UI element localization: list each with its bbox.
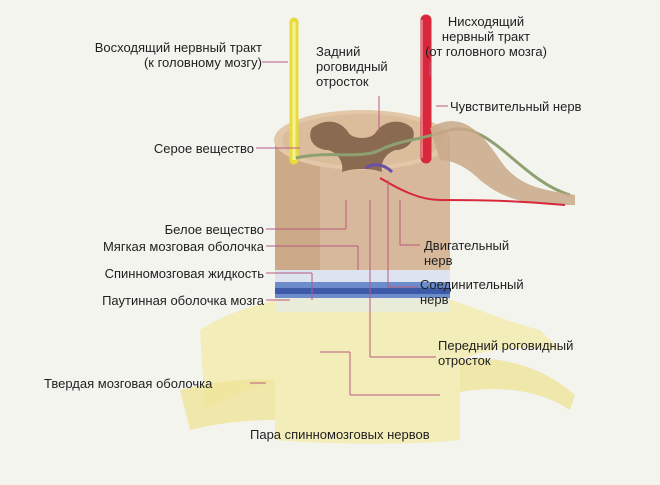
label-spinal-nerves: Пара спинномозговых нервов <box>250 427 430 442</box>
leader-lines <box>250 61 448 396</box>
label-ascending-tract: Восходящий нервный тракт (к головному мо… <box>94 40 262 70</box>
label-posterior-horn: Задний роговидный отросток <box>316 44 388 89</box>
cord-column <box>275 140 450 312</box>
sensory-nerve <box>295 127 571 197</box>
label-arachnoid: Паутинная оболочка мозга <box>102 293 264 308</box>
label-anterior-horn: Передний роговидный отросток <box>438 338 574 368</box>
label-motor-nerve: Двигательный нерв <box>424 238 510 268</box>
motor-nerve <box>379 177 566 206</box>
label-pia-mater: Мягкая мозговая оболочка <box>102 239 264 254</box>
label-csf: Спинномозговая жидкость <box>104 266 264 281</box>
connecting-nerve <box>365 163 394 174</box>
dura-mater-layer <box>180 300 575 444</box>
label-gray-matter: Серое вещество <box>153 141 254 156</box>
spinal-nerve-root <box>430 121 575 205</box>
label-dura-mater: Твердая мозговая оболочка <box>44 376 213 391</box>
label-sensory-nerve: Чувствительный нерв <box>450 99 582 114</box>
label-descending-tract: Нисходящий нервный тракт (от головного м… <box>425 14 547 59</box>
label-connecting-nerve: Соединительный нерв <box>420 277 524 307</box>
label-white-matter: Белое вещество <box>164 222 264 237</box>
